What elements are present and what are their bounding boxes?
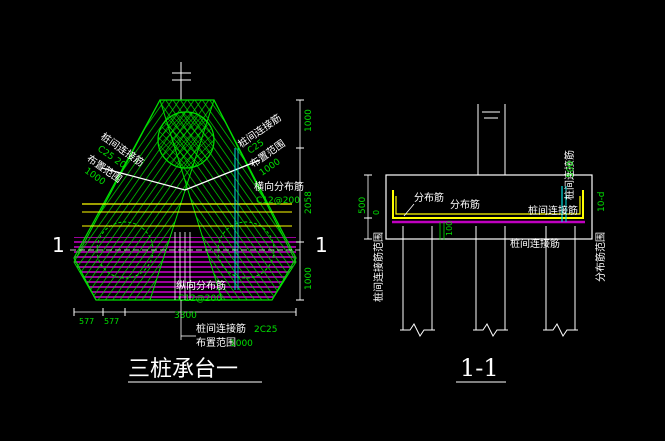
sec-label-pile-rebar: 桩间连接筋 [528,204,578,217]
dim-right-2: 2058 [304,191,314,214]
sec-dim-inner: 100 [445,221,454,236]
plan-title: 三桩承台一 [128,357,238,382]
plan-view: 1 1 1000 2058 1000 577 577 3300 桩间连接筋 C2… [52,62,328,383]
sec-label-top-dist: 分布筋 [414,191,444,204]
cap-outline [73,99,297,301]
label-horiz-dist: 横向分布筋 [254,180,304,193]
sec-label-right-vertical-1: 桩间连接筋 [563,150,576,200]
label-pile-rebar-bottom-spec: 2C25 [254,325,277,335]
sec-dim-height: 500 [358,197,368,214]
label-dist-range-bottom: 布置范围 [196,336,236,349]
label-dist-range-bottom-val: 1000 [230,339,253,349]
section-mark-right: 1 [315,233,328,257]
sec-label-left-vertical: 桩间连接筋范围 [372,232,385,302]
section-title: 1-1 [460,354,499,382]
dim-right-1: 1000 [304,109,314,132]
section-mark-left: 1 [52,233,65,257]
sec-dim-right-top: 500 [566,161,576,178]
pile-top [157,111,215,169]
dim-bottom-left-1: 577 [79,317,94,326]
pile-cap-section [385,174,593,240]
dim-right-3: 1000 [304,267,314,290]
label-vert-dist-spec: C12@200 [178,294,222,304]
label-vert-dist: 纵向分布筋 [176,279,226,292]
sec-label-bottom-rebar: 桩间连接筋 [510,237,560,250]
sec-dim-cover: 0 [372,210,381,215]
section-view: 500 0 分布筋 分布筋 100 桩间连接筋 桩间连接筋 桩间连接筋范围 桩间… [358,104,607,383]
sec-label-top-dist-2: 分布筋 [450,198,480,211]
label-horiz-dist-spec: C12@200 [256,196,300,206]
label-pile-rebar-bottom: 桩间连接筋 [196,322,246,335]
dim-bottom-total: 3300 [174,311,197,321]
sec-label-right-vertical-2: 分布筋范围 [594,232,607,282]
sec-label-right-spec: 10-d [597,192,607,212]
dim-bottom-left-2: 577 [104,317,119,326]
